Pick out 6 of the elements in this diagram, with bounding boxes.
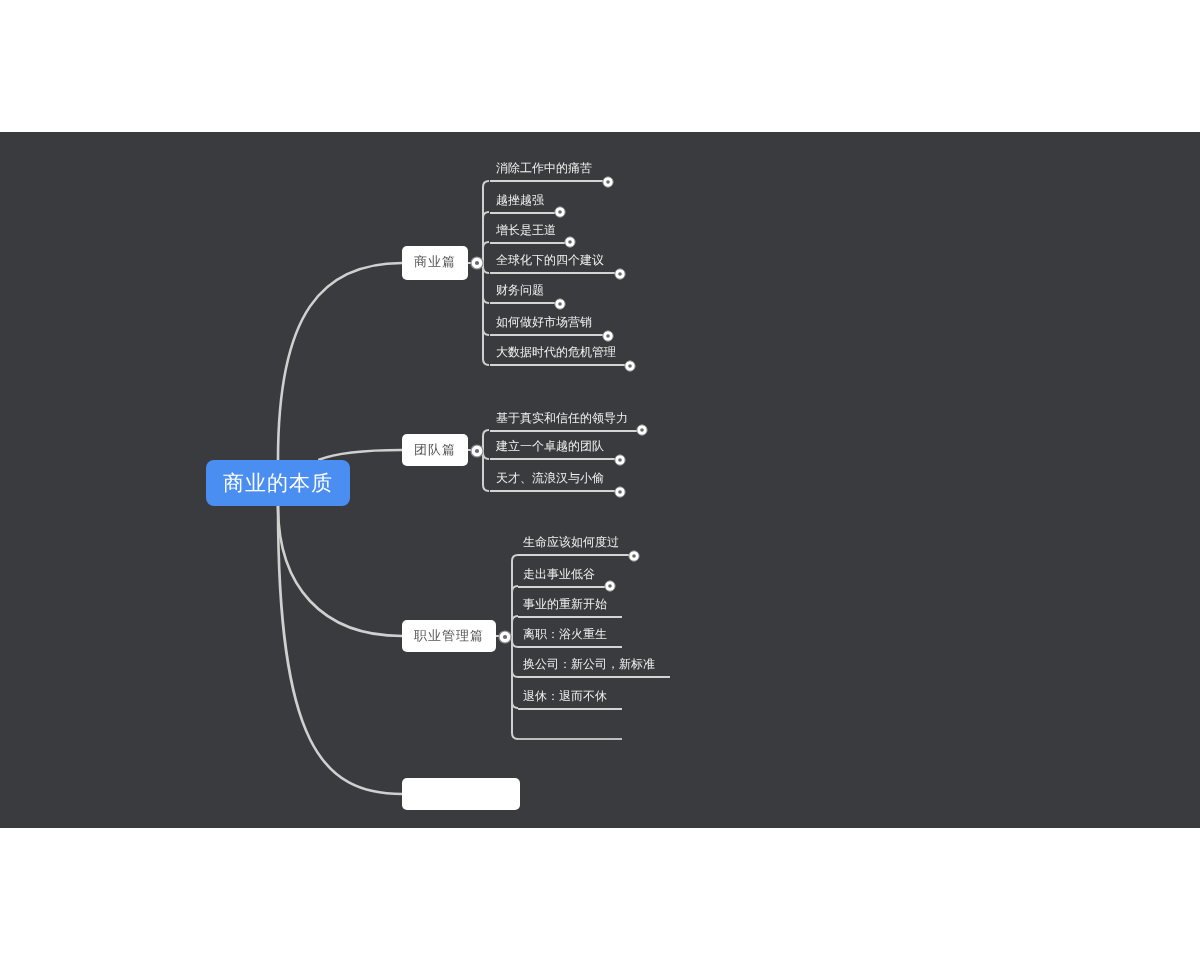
central-topic-box: 商业的本质	[206, 460, 350, 506]
connector-line	[276, 505, 403, 796]
topic-box	[402, 778, 520, 810]
connector-line	[317, 448, 402, 462]
topic-underline	[518, 738, 622, 740]
connector-line	[276, 261, 403, 461]
